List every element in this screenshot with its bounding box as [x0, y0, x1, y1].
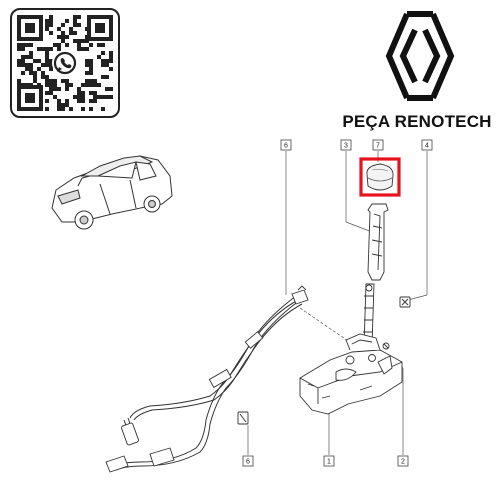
callouts: 6 3 7 4 6 1 2: [242, 139, 433, 467]
shift-lever-rod: [367, 203, 389, 281]
callout-number: 1: [327, 459, 331, 466]
callout-6-top: 6: [280, 139, 292, 151]
brand-name: PEÇA RENOTECH: [342, 112, 492, 131]
callout-box: [397, 455, 409, 467]
cable-ends: [105, 285, 309, 473]
callout-number: 6: [246, 459, 250, 466]
callout-box: [242, 455, 254, 467]
callout-number: 6: [284, 143, 288, 150]
whatsapp-qr-code-icon: [17, 15, 113, 111]
lever-clip: [399, 296, 411, 308]
leader-lines: [247, 151, 428, 455]
renault-diamond-logo-icon: [385, 11, 455, 101]
car-illustration: [51, 155, 173, 230]
callout-1: 1: [323, 455, 335, 467]
callout-box: [421, 139, 433, 151]
qr-code-card[interactable]: [10, 8, 120, 118]
gear-base-housing: [299, 333, 403, 415]
gear-knob: [359, 157, 401, 197]
highlight-frame: [359, 157, 401, 197]
callout-box: [372, 139, 384, 151]
callout-4: 4: [421, 139, 433, 151]
callout-3: 3: [340, 139, 352, 151]
callout-2: 2: [397, 455, 409, 467]
callout-number: 4: [425, 143, 429, 150]
callout-box: [323, 455, 335, 467]
callout-number: 2: [401, 459, 405, 466]
callout-7: 7: [372, 139, 384, 151]
callout-number: 3: [344, 143, 348, 150]
callout-number: 7: [376, 143, 380, 150]
callout-6-bottom: 6: [242, 455, 254, 467]
callout-box: [280, 139, 292, 151]
callout-box: [340, 139, 352, 151]
shift-cables: [113, 295, 303, 471]
